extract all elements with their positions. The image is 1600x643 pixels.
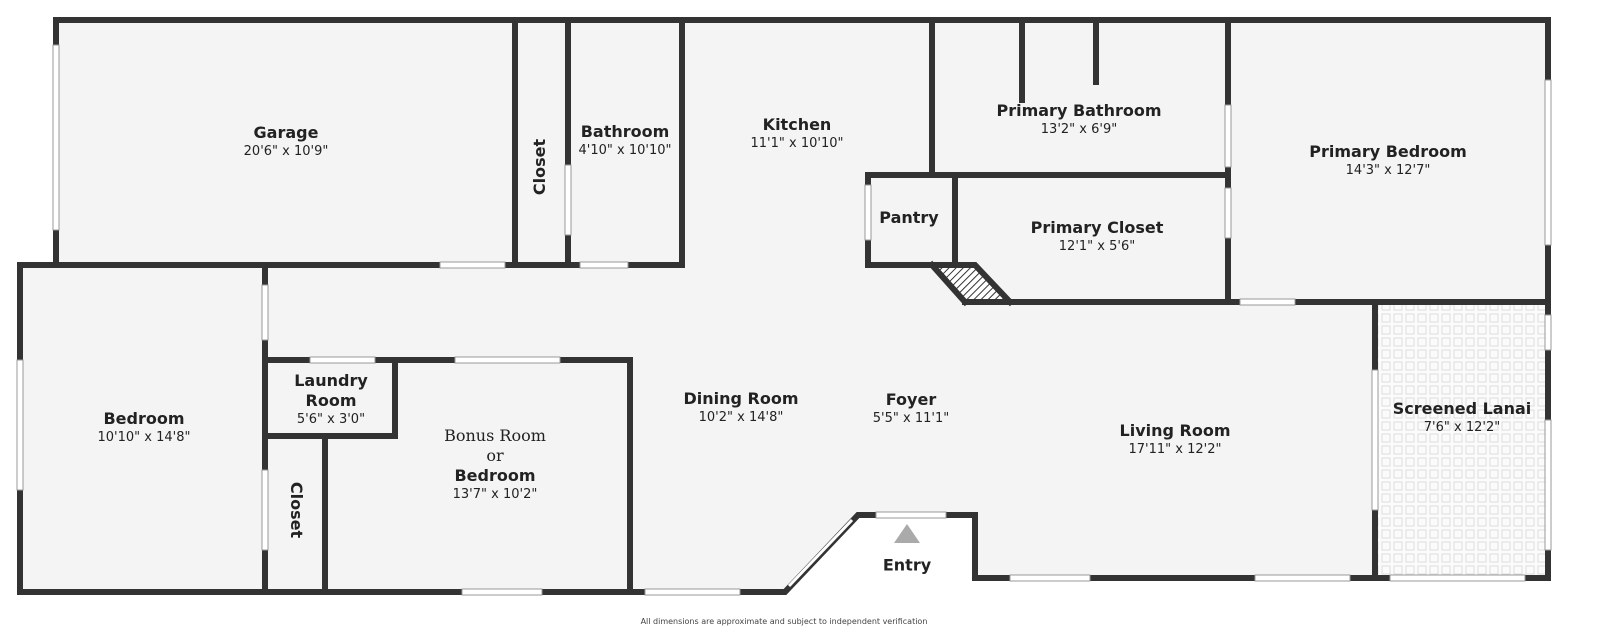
room-name: Dining Room xyxy=(683,389,799,408)
room-dining: Dining Room 10'2" x 14'8" xyxy=(683,389,798,427)
entry-arrow-icon xyxy=(894,524,920,543)
room-name: Garage xyxy=(253,123,319,142)
room-dims: 5'6" x 3'0" xyxy=(296,412,366,427)
room-name: Bathroom xyxy=(580,122,670,141)
room-dims: 4'10" x 10'10" xyxy=(578,143,672,158)
room-name: Primary Closet xyxy=(1030,218,1164,237)
room-name: Living Room xyxy=(1119,421,1231,440)
room-name: Closet xyxy=(287,481,306,539)
room-name: Closet xyxy=(530,138,549,196)
room-name: Laundry xyxy=(294,371,368,390)
room-pantry: Pantry xyxy=(879,208,938,228)
room-closet-top: Closet xyxy=(530,139,550,195)
room-name: Bedroom xyxy=(103,409,185,428)
room-dims: 10'2" x 14'8" xyxy=(698,410,784,425)
room-dims: 14'3" x 12'7" xyxy=(1345,163,1431,178)
room-dims: 10'10" x 14'8" xyxy=(97,430,191,445)
room-closet-bottom: Closet xyxy=(286,482,306,538)
room-dims: 5'5" x 11'1" xyxy=(872,411,950,426)
room-dims: 11'1" x 10'10" xyxy=(750,136,844,151)
room-name: Foyer xyxy=(885,390,937,409)
room-name-or: or xyxy=(486,446,504,465)
floor-area xyxy=(20,20,1548,592)
room-dims: 13'2" x 6'9" xyxy=(1040,122,1118,137)
disclaimer: All dimensions are approximate and subje… xyxy=(640,617,928,626)
room-primary-closet: Primary Closet 12'1" x 5'6" xyxy=(1031,218,1164,256)
room-garage: Garage 20'6" x 10'9" xyxy=(244,123,329,161)
entry-label: Entry xyxy=(882,555,932,575)
room-kitchen: Kitchen 11'1" x 10'10" xyxy=(751,115,844,153)
room-dims: 13'7" x 10'2" xyxy=(452,487,538,502)
windows xyxy=(16,44,1552,596)
room-name: Room xyxy=(305,391,357,410)
room-name: Kitchen xyxy=(762,115,832,134)
room-name: Primary Bedroom xyxy=(1309,142,1467,161)
room-dims: 7'6" x 12'2" xyxy=(1423,420,1501,435)
stair-hatch xyxy=(932,265,1010,300)
room-name: Screened Lanai xyxy=(1392,399,1532,418)
room-living: Living Room 17'11" x 12'2" xyxy=(1120,421,1231,459)
room-primary-bedroom: Primary Bedroom 14'3" x 12'7" xyxy=(1309,142,1467,180)
walls xyxy=(17,17,1551,595)
room-name: Pantry xyxy=(879,208,939,227)
room-name: Bonus Room xyxy=(444,426,546,445)
lanai-floor xyxy=(1378,305,1545,575)
room-foyer: Foyer 5'5" x 11'1" xyxy=(873,390,949,428)
room-bedroom: Bedroom 10'10" x 14'8" xyxy=(98,409,191,447)
room-name: Primary Bathroom xyxy=(996,101,1162,120)
room-primary-bathroom: Primary Bathroom 13'2" x 6'9" xyxy=(996,101,1161,139)
room-dims: 17'11" x 12'2" xyxy=(1128,442,1222,457)
room-lanai: Screened Lanai 7'6" x 12'2" xyxy=(1393,399,1532,437)
room-dims: 12'1" x 5'6" xyxy=(1058,239,1136,254)
room-dims: 20'6" x 10'9" xyxy=(243,144,329,159)
room-name: Bedroom xyxy=(454,466,536,485)
room-bathroom: Bathroom 4'10" x 10'10" xyxy=(579,122,672,160)
